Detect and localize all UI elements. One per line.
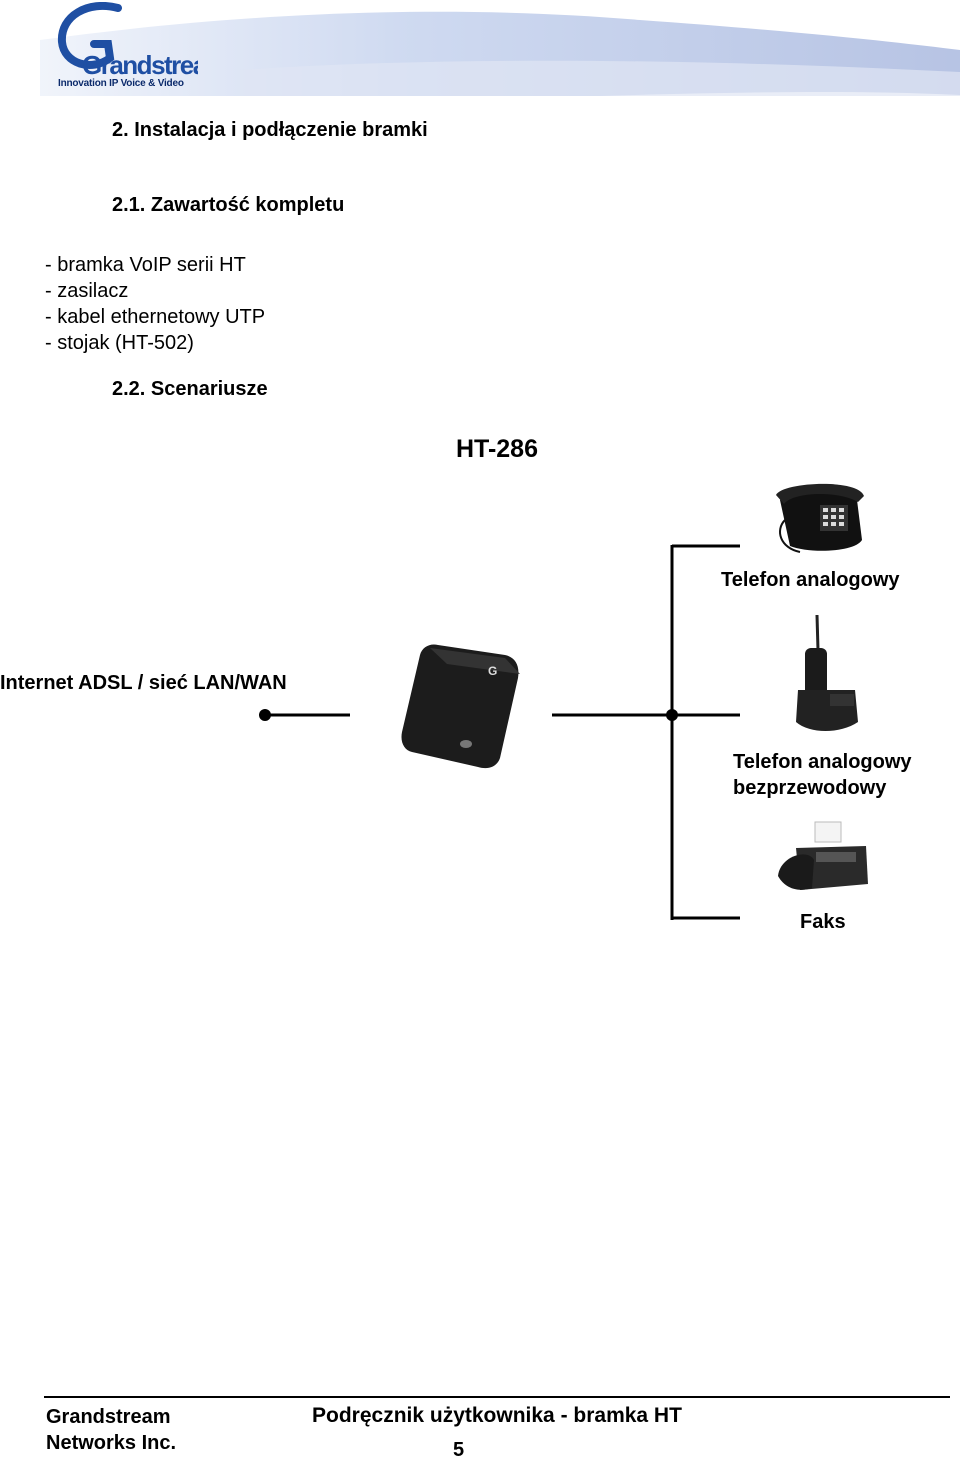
footer-company: Grandstream Networks Inc. [46,1404,176,1456]
list-item: - kabel ethernetowy UTP [45,306,266,328]
analog-phone-label: Telefon analogowy [721,569,900,591]
contents-list: - bramka VoIP serii HT - zasilacz - kabe… [45,252,265,356]
fax-image [778,821,868,890]
svg-text:G: G [488,664,497,678]
cordless-phone-label: Telefon analogowy bezprzewodowy [733,749,912,801]
ht-adapter-image: G [401,644,520,769]
page-number: 5 [453,1439,465,1461]
logo-tagline: Innovation IP Voice & Video [58,78,184,89]
fax-label: Faks [800,911,846,933]
cordless-phone-label-line2: bezprzewodowy [733,777,887,799]
header-banner [40,11,960,96]
footer-document-title: Podręcznik użytkownika - bramka HT [312,1404,682,1427]
cordless-phone-label-line1: Telefon analogowy [733,751,912,773]
section-title: 2. Instalacja i podłączenie bramki [112,119,428,141]
cordless-phone-image [796,614,858,731]
footer-company-line1: Grandstream [46,1406,171,1428]
footer-divider [44,1396,950,1398]
list-item: - bramka VoIP serii HT [45,254,246,276]
subsection-contents-title: 2.1. Zawartość kompletu [112,194,345,216]
list-item: - zasilacz [45,280,129,302]
analog-phone-image [776,483,864,553]
connection-diagram: G [259,483,868,920]
network-node [259,709,271,721]
list-item: - stojak (HT-502) [45,332,194,354]
model-name: HT-286 [456,435,538,463]
subsection-scenarios-title: 2.2. Scenariusze [112,378,268,400]
footer-company-line2: Networks Inc. [46,1432,177,1454]
network-label: Internet ADSL / sieć LAN/WAN [0,672,287,694]
